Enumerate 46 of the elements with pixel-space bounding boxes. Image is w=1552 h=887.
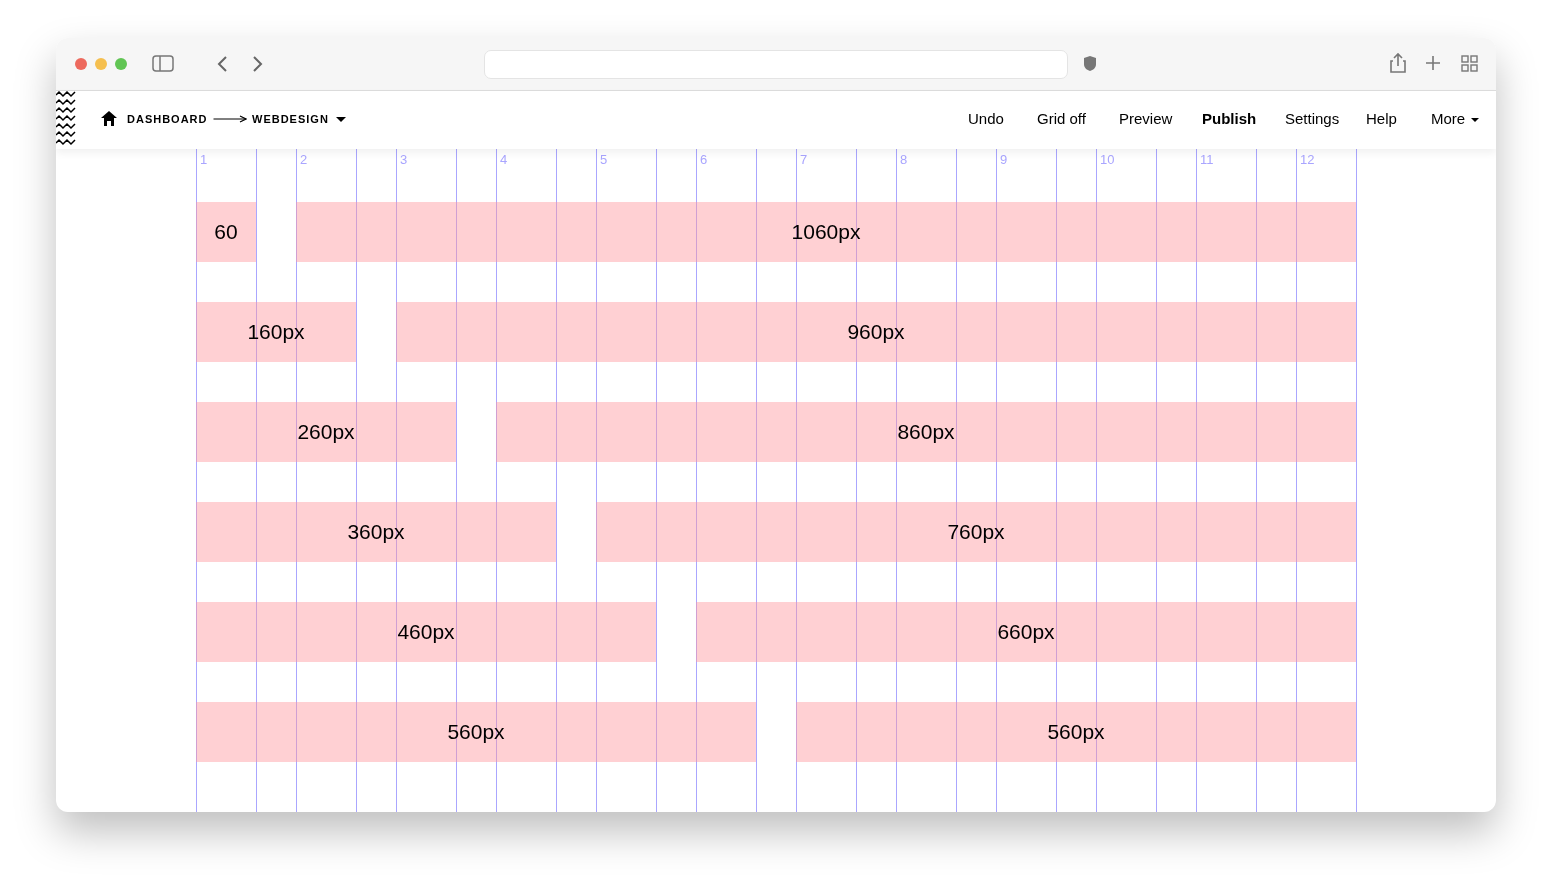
breadcrumb-link: WEBDESIGN (252, 113, 329, 125)
column-number: 6 (700, 152, 708, 167)
column-span-bar (196, 502, 556, 562)
column-span-bar (396, 302, 1356, 362)
column-span-bar (196, 402, 456, 462)
width-label: 260px (297, 420, 355, 444)
column-number: 1 (200, 152, 208, 167)
width-label: 860px (897, 420, 955, 444)
column-number: 11 (1200, 152, 1214, 167)
column-number: 5 (600, 152, 608, 167)
column-number: 2 (300, 152, 308, 167)
breadcrumb-link: DASHBOARD (127, 113, 208, 125)
menu-item: More (1431, 110, 1466, 127)
column-span-bar (696, 602, 1356, 662)
column-number: 3 (400, 152, 408, 167)
column-span-bar (196, 702, 756, 762)
width-label: 560px (1047, 720, 1105, 744)
arrow (213, 115, 247, 123)
column-number: 10 (1100, 152, 1115, 167)
column-span-bar (596, 502, 1356, 562)
column-number: 4 (500, 152, 508, 167)
menu-item: Help (1366, 110, 1397, 127)
width-label: 560px (447, 720, 505, 744)
width-label: 960px (847, 320, 905, 344)
width-label: 60 (214, 220, 238, 244)
column-span-bar (196, 302, 356, 362)
column-span-bar (796, 702, 1356, 762)
column-span-bar (196, 602, 656, 662)
menu-item: Settings (1285, 110, 1340, 127)
width-label: 760px (947, 520, 1005, 544)
column-span-bar (496, 402, 1356, 462)
width-label: 460px (397, 620, 455, 644)
menu-item: Undo (968, 110, 1004, 127)
column-number: 7 (800, 152, 808, 167)
menu-item: Grid off (1037, 110, 1086, 127)
column-number: 12 (1300, 152, 1315, 167)
menu-item: Publish (1202, 110, 1257, 127)
menu-item: Preview (1119, 110, 1173, 127)
column-number: 8 (900, 152, 908, 167)
column-span-bar (196, 202, 256, 262)
width-label: 160px (247, 320, 305, 344)
width-label: 1060px (791, 220, 861, 244)
column-number: 9 (1000, 152, 1008, 167)
column-span-bar (296, 202, 1356, 262)
width-label: 360px (347, 520, 405, 544)
width-label: 660px (997, 620, 1055, 644)
